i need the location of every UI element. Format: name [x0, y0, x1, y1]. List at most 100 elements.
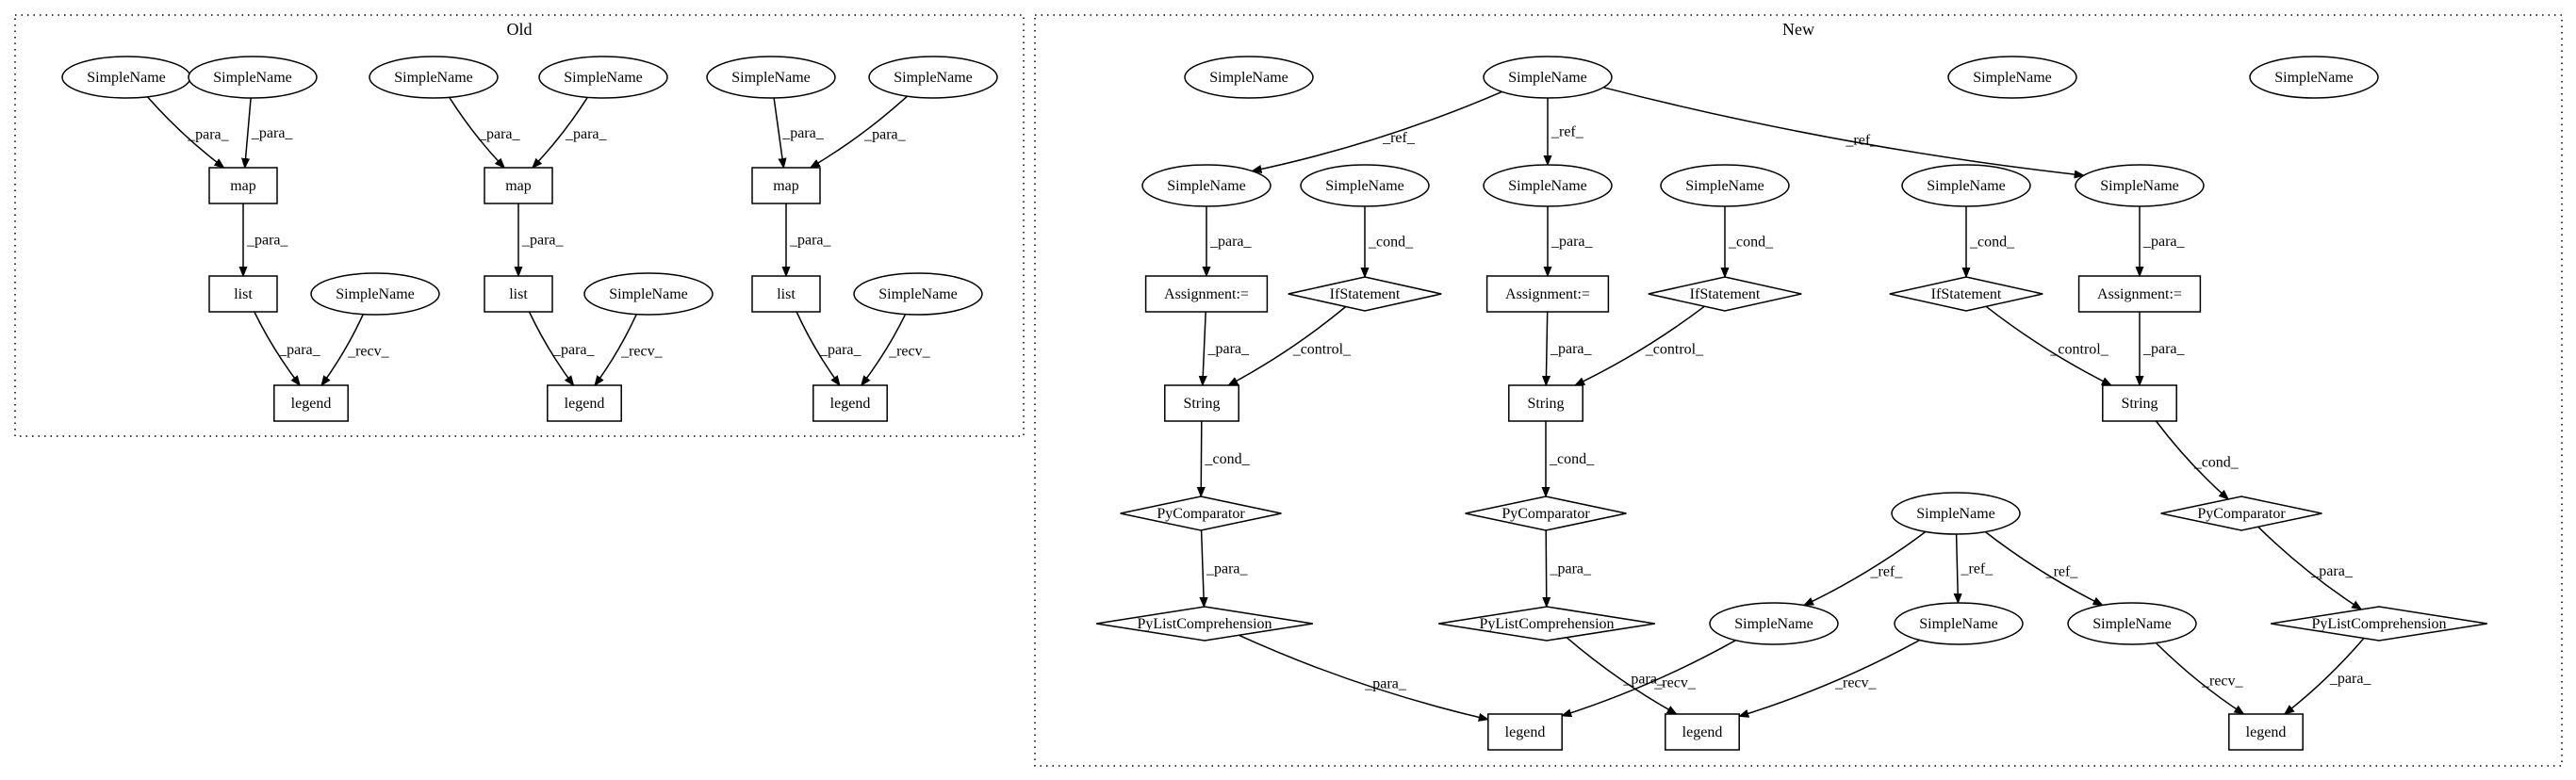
node-box-o15: map — [751, 167, 821, 204]
edge-line — [861, 314, 907, 385]
edge-label: _para_ — [2142, 341, 2186, 357]
node-label: Assignment:= — [1505, 286, 1590, 302]
node-box-o16: list — [751, 275, 821, 313]
node-shape — [1891, 492, 2021, 535]
edge-n27-n31: _recv_ — [1739, 639, 1921, 717]
edge-label: _ref_ — [1382, 130, 1416, 146]
node-shape — [1164, 384, 1239, 422]
node-shape — [1288, 276, 1442, 312]
edge-o8-o9: _para_ — [533, 96, 608, 168]
node-shape — [1947, 56, 2077, 99]
node-label: SimpleName — [1325, 178, 1404, 194]
edge-n7-n13: _para_ — [1548, 206, 1594, 276]
edges-layer: _para_ _para_ _para_ _para_ _recv_ _para_ _par… — [146, 87, 2371, 720]
edge-n15-n19: _control_ — [1985, 305, 2111, 386]
node-diamond-n21: PyComparator — [1465, 496, 1627, 531]
edge-label: _para_ — [1551, 234, 1594, 250]
node-label: SimpleName — [1973, 70, 2052, 86]
edge-line — [2285, 638, 2365, 715]
node-label: SimpleName — [1919, 616, 1998, 632]
edge-label: _cond_ — [2193, 454, 2240, 470]
node-box-o10: list — [484, 275, 553, 313]
node-diamond-n24: PyListComprehension — [1096, 606, 1313, 642]
edge-n6-n12: _cond_ — [1365, 205, 1414, 277]
edge-line — [1984, 530, 2103, 607]
edge-label: _recv_ — [2201, 674, 2244, 690]
edge-label: _ref_ — [1551, 124, 1584, 140]
edge-label: _recv_ — [347, 343, 390, 359]
edge-line — [2155, 642, 2243, 714]
node-shape — [868, 56, 998, 99]
node-ellipse-n4: SimpleName — [2249, 56, 2379, 99]
edge-n2-n10: _ref_ — [1603, 87, 2084, 175]
edge-label: _control_ — [1645, 342, 1704, 358]
edge-n14-n18: _control_ — [1575, 305, 1705, 386]
node-label: legend — [2246, 724, 2287, 740]
node-ellipse-n23: SimpleName — [1891, 492, 2021, 535]
edge-label: _para_ — [478, 126, 521, 142]
node-label: legend — [291, 396, 332, 412]
node-box-o12: legend — [547, 384, 622, 422]
node-shape — [1141, 164, 1272, 207]
edge-line — [1253, 90, 1502, 171]
edge-o9-o10: _para_ — [518, 203, 565, 276]
cluster-new: New — [1034, 14, 2563, 767]
cluster-new-label: New — [1782, 20, 1814, 39]
node-label: SimpleName — [394, 70, 473, 86]
edge-label: _para_ — [565, 126, 608, 142]
edge-line — [1239, 634, 1487, 719]
node-shape — [853, 272, 983, 316]
node-shape — [2077, 275, 2202, 313]
edge-label: _control_ — [1292, 341, 1352, 357]
edge-n26-n30: _recv_ — [1562, 640, 1736, 716]
node-label: SimpleName — [1685, 178, 1764, 194]
node-label: IfStatement — [1690, 286, 1761, 302]
node-shape — [2067, 602, 2197, 645]
node-label: legend — [830, 396, 871, 412]
edge-n11-n17: _para_ — [1203, 311, 1251, 385]
node-diamond-n22: PyComparator — [2160, 496, 2322, 531]
edge-n12-n17: _control_ — [1228, 305, 1352, 386]
node-shape — [484, 167, 553, 204]
edge-o11-o12: _recv_ — [595, 314, 664, 385]
node-label: SimpleName — [213, 70, 292, 86]
node-ellipse-o14: SimpleName — [868, 56, 998, 99]
edge-o10-o12: _para_ — [528, 311, 596, 385]
node-shape — [2228, 713, 2304, 751]
node-label: map — [773, 178, 799, 194]
edge-label: _para_ — [1207, 341, 1251, 357]
edge-label: _recv_ — [620, 343, 664, 359]
edge-o17-o18: _recv_ — [861, 314, 931, 385]
node-box-o4: list — [208, 275, 278, 313]
edge-label: _recv_ — [888, 344, 931, 360]
node-label: PyListComprehension — [1137, 616, 1272, 632]
edge-label: _para_ — [1550, 341, 1593, 357]
edge-line — [595, 314, 637, 385]
edge-label: _cond_ — [1549, 451, 1595, 467]
node-shape — [1901, 164, 2031, 207]
edge-n18-n21: _cond_ — [1546, 421, 1595, 496]
node-label: String — [1183, 396, 1220, 412]
edge-n5-n11: _para_ — [1206, 205, 1253, 276]
edge-label: _para_ — [1209, 234, 1253, 250]
node-ellipse-o11: SimpleName — [583, 272, 714, 316]
edge-line — [1575, 305, 1705, 386]
node-box-n13: Assignment:= — [1485, 275, 1610, 313]
edge-o4-o6: _para_ — [254, 311, 321, 385]
node-diamond-n20: PyComparator — [1120, 496, 1282, 531]
node-diamond-n14: IfStatement — [1648, 276, 1802, 312]
node-shape — [583, 272, 714, 316]
edge-o16-o18: _para_ — [796, 311, 862, 385]
node-box-n17: String — [1164, 384, 1239, 422]
node-diamond-n12: IfStatement — [1288, 276, 1442, 312]
edge-label: _ref_ — [1845, 132, 1879, 148]
edge-n28-n32: _recv_ — [2155, 642, 2244, 714]
node-label: PyComparator — [2197, 506, 2286, 522]
edge-n9-n15: _cond_ — [1966, 206, 2015, 277]
node-shape — [1487, 713, 1563, 751]
edge-line — [1546, 311, 1547, 385]
node-shape — [706, 56, 836, 99]
node-shape — [1096, 606, 1313, 642]
node-ellipse-o2: SimpleName — [188, 56, 318, 99]
node-label: SimpleName — [731, 70, 811, 86]
